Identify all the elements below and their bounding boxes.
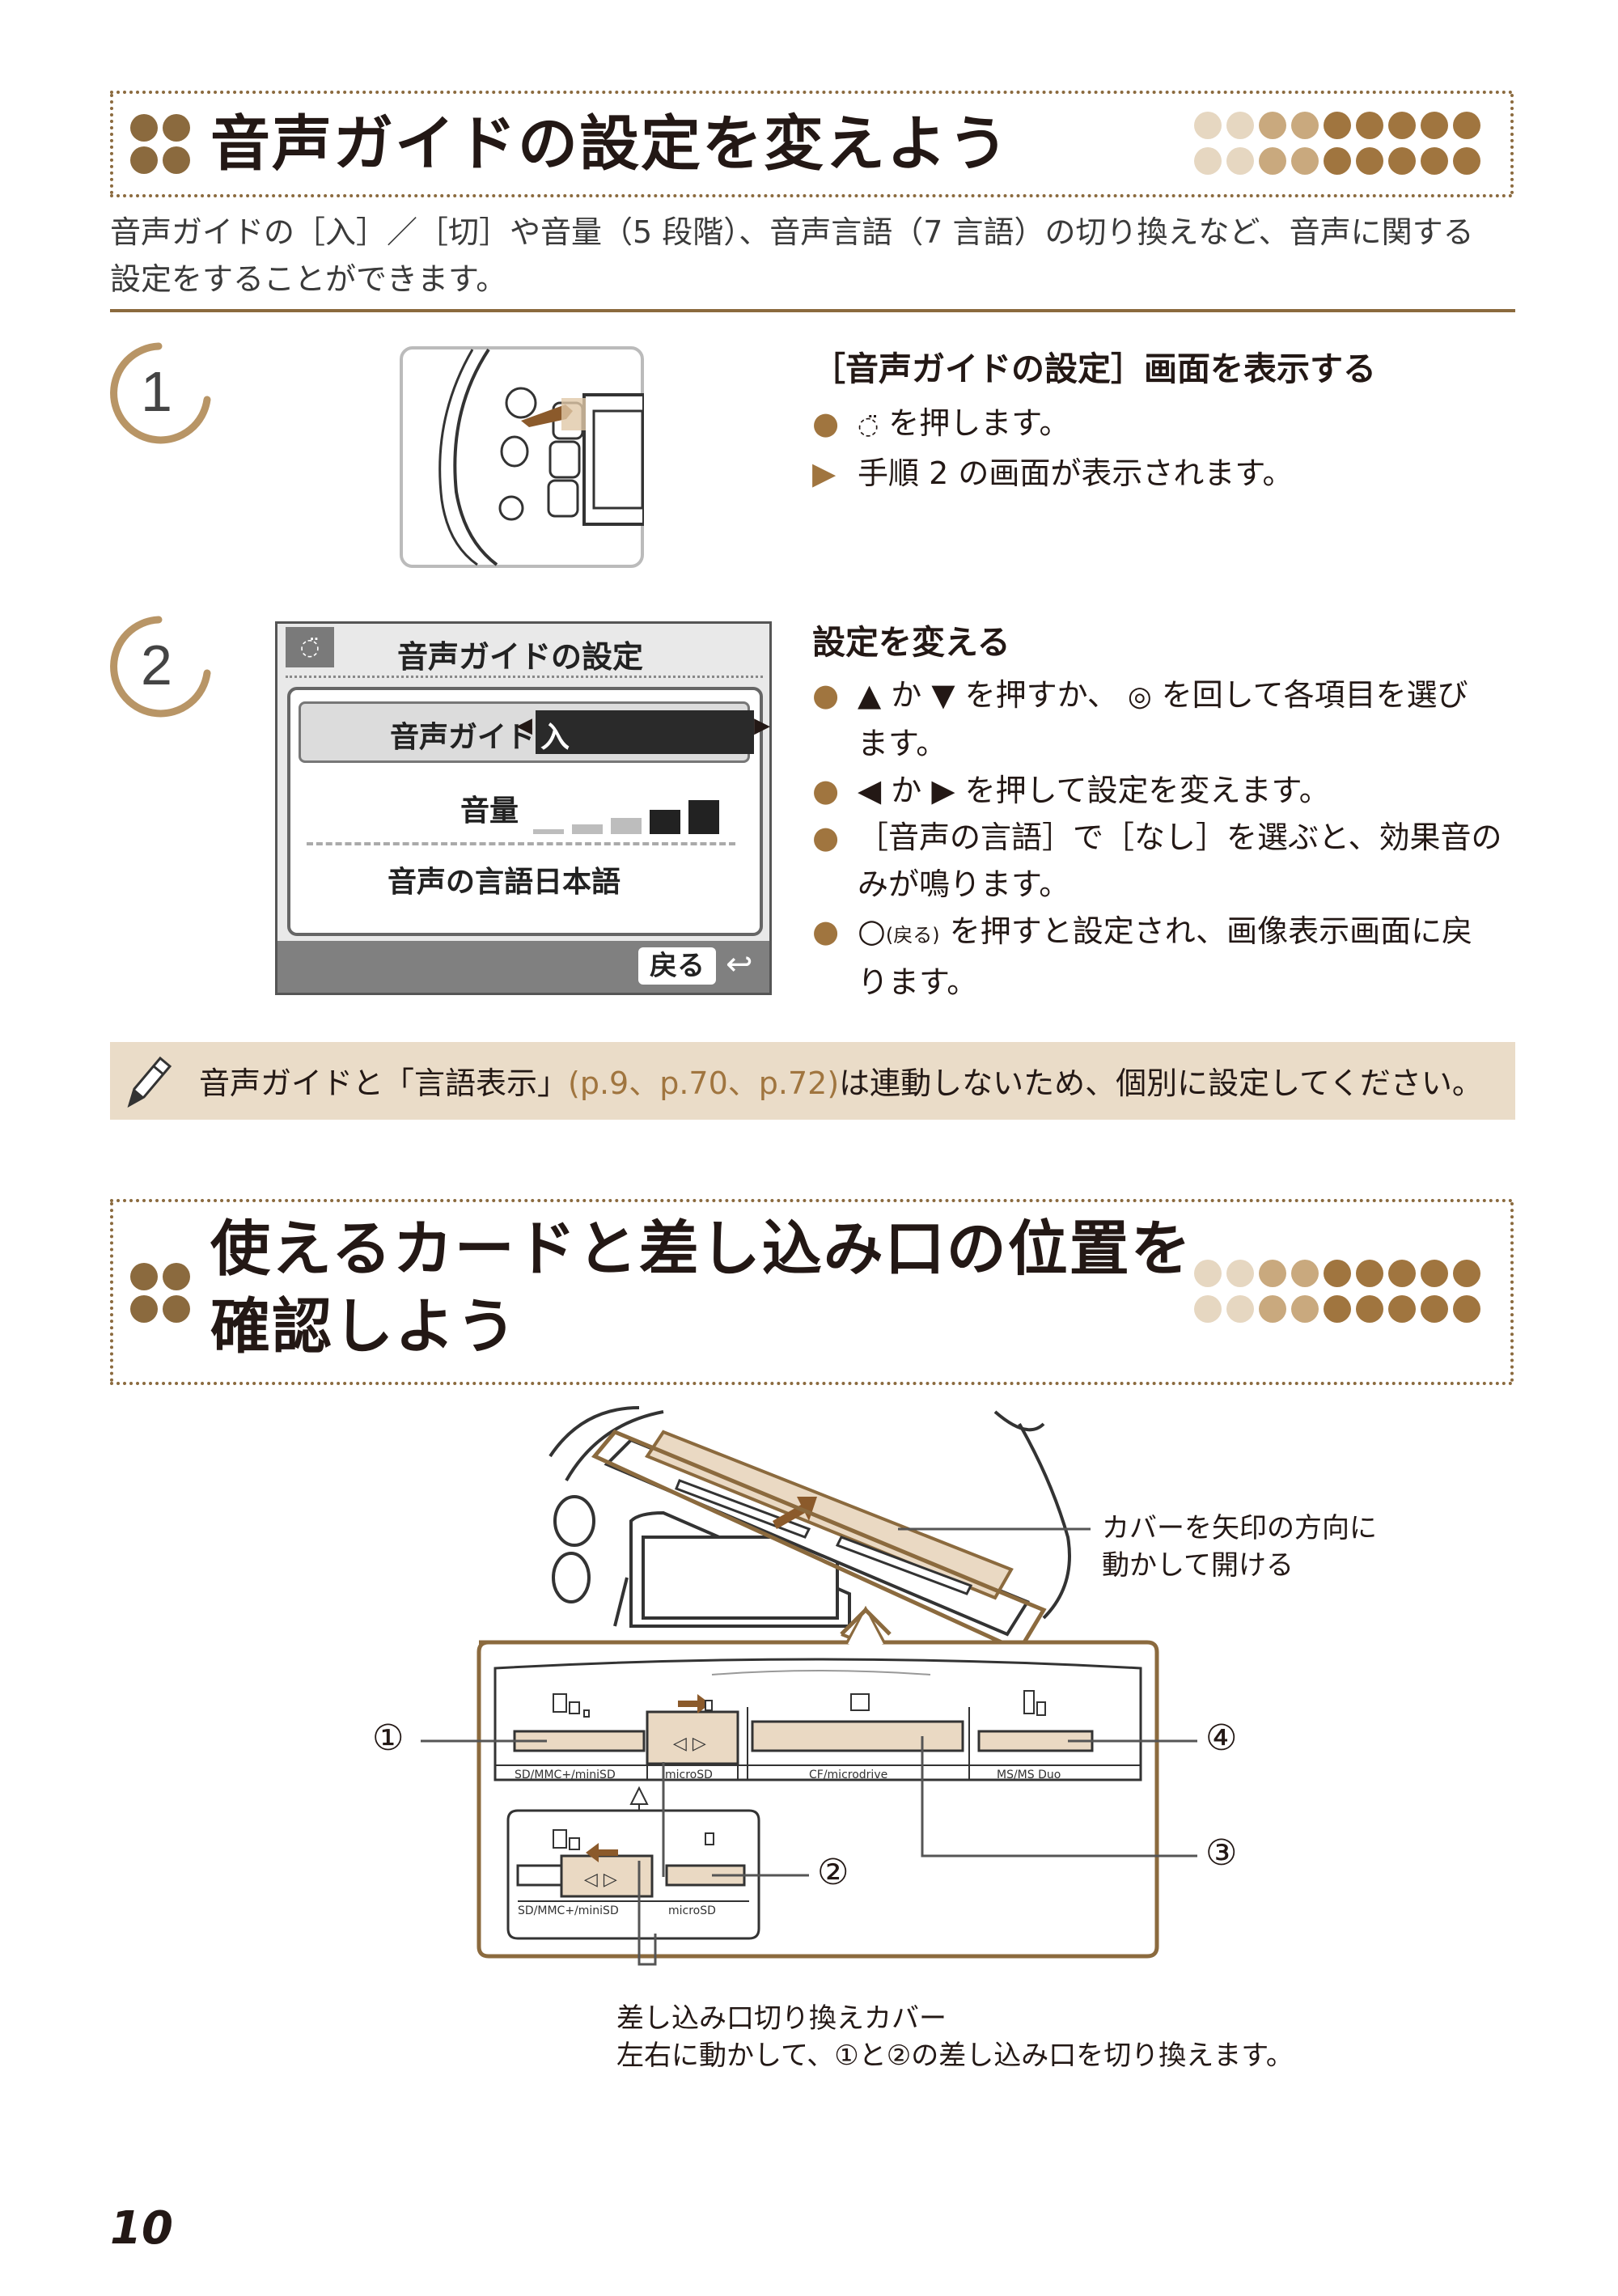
switch-cover-callout: 差し込み口切り換えカバー 左右に動かして、①と②の差し込み口を切り換えます。 bbox=[616, 2002, 1294, 2072]
step1-bullets: ● ◌̈ を押します。 ▶ 手順 2 の画面が表示されます。 bbox=[812, 400, 1508, 497]
marker-2: ② bbox=[817, 1852, 849, 1893]
section1-divider bbox=[110, 309, 1515, 312]
slot-label-cf: CF/microdrive bbox=[809, 1769, 888, 1781]
language-value: 日本語 bbox=[533, 866, 621, 899]
screen-panel: 音声ガイド ◀ 入 ▶ 音量 音声の言語 日本語 bbox=[287, 687, 770, 936]
step-circle-icon bbox=[110, 616, 211, 718]
back-button[interactable]: 戻る bbox=[638, 947, 716, 985]
return-arrow-icon: ↩ bbox=[726, 946, 753, 983]
section1-title: 音声ガイドの設定を変えよう bbox=[210, 109, 1010, 179]
voice-guide-tab-icon: ◌̈ bbox=[286, 627, 334, 667]
decorative-dot-row-icon bbox=[1194, 112, 1480, 175]
note-text: 音声ガイドと「言語表示」(p.9、p.70、p.72)は連動しないため、個別に設… bbox=[199, 1065, 1483, 1101]
step1-number: 1 bbox=[108, 341, 214, 447]
pencil-icon bbox=[127, 1056, 172, 1108]
step2-bullets: ● ▲ か ▼ を押すか、 ◎ を回して各項目を選び ます。 ● ◀ か ▶ を… bbox=[812, 671, 1508, 1006]
section1-intro: 音声ガイドの［入］／［切］や音量（5 段階）、音声言語（7 言語）の切り換えなど… bbox=[110, 214, 1474, 297]
slot-label-microsd-inset: microSD bbox=[668, 1904, 716, 1917]
list-item: ● ◀ か ▶ を押して設定を変えます。 bbox=[812, 773, 1330, 808]
card-type-icons bbox=[553, 1690, 1046, 1718]
list-item: ▶ 手順 2 の画面が表示されます。 bbox=[812, 455, 1294, 491]
decorative-dot-row-icon bbox=[1194, 1260, 1480, 1323]
section2-header: 使えるカードと差し込み口の位置を 確認しよう bbox=[110, 1199, 1514, 1385]
section2-title: 使えるカードと差し込み口の位置を 確認しよう bbox=[210, 1214, 1192, 1362]
marker-4: ④ bbox=[1205, 1718, 1238, 1759]
step-circle-icon bbox=[110, 342, 211, 444]
page-reference-link[interactable]: (p.9、p.70、p.72) bbox=[568, 1065, 840, 1101]
list-item: ● ◌̈ を押します。 bbox=[812, 405, 1070, 441]
header-dots-icon bbox=[130, 114, 190, 174]
marker-3: ③ bbox=[1205, 1832, 1238, 1874]
settings-screen-image: ◌̈ 音声ガイドの設定 音声ガイド ◀ 入 ▶ 音量 音声の言語 日本語 戻る … bbox=[275, 621, 772, 995]
printer-top-illustration bbox=[549, 1406, 1071, 1628]
cover-callout: カバーを矢印の方向に 動かして開ける bbox=[1102, 1512, 1377, 1582]
card-slot-diagram: ◁ ▷ ◁ ▷ bbox=[421, 1406, 1197, 1966]
step2-number: 2 bbox=[108, 615, 214, 720]
control-dial-icon: ◎ bbox=[1128, 680, 1152, 713]
step1-camera-illustration bbox=[400, 346, 644, 568]
step2-heading: 設定を変える bbox=[812, 623, 1010, 662]
step1-heading: ［音声ガイドの設定］画面を表示する bbox=[812, 349, 1376, 388]
marker-1: ① bbox=[372, 1718, 404, 1759]
slot-label-microsd: microSD bbox=[665, 1769, 713, 1781]
page-number: 10 bbox=[110, 2202, 173, 2255]
screen-footer: 戻る ↩ bbox=[277, 941, 769, 993]
list-item: ● ▲ か ▼ を押すか、 ◎ を回して各項目を選び ます。 bbox=[812, 677, 1468, 761]
leader-lines bbox=[421, 1736, 1197, 1966]
language-label: 音声の言語 bbox=[388, 866, 534, 899]
volume-bars bbox=[533, 800, 719, 834]
list-item: ● ○(戻る) を押すと設定され、画像表示画面に戻 ります。 bbox=[812, 913, 1473, 1000]
note-box: 音声ガイドと「言語表示」(p.9、p.70、p.72)は連動しないため、個別に設… bbox=[110, 1042, 1515, 1120]
svg-text:◁ ▷: ◁ ▷ bbox=[673, 1734, 706, 1754]
slot-label-sd: SD/MMC+/miniSD bbox=[515, 1769, 616, 1781]
voice-guide-icon: ◌̈ bbox=[858, 412, 879, 440]
slot-label-ms: MS/MS Duo bbox=[997, 1769, 1061, 1781]
volume-label: 音量 bbox=[460, 794, 519, 828]
voice-guide-row: 音声ガイド ◀ 入 ▶ bbox=[299, 701, 770, 763]
slot-label-sd-inset: SD/MMC+/miniSD bbox=[518, 1904, 619, 1917]
screen-title: 音声ガイドの設定 bbox=[396, 639, 643, 675]
header-dots-icon bbox=[130, 1263, 190, 1323]
section1-header: 音声ガイドの設定を変えよう bbox=[110, 91, 1514, 197]
voice-guide-value: 入 bbox=[536, 710, 754, 754]
list-item: ● ［音声の言語］で［なし］を選ぶと、効果音の みが鳴ります。 bbox=[812, 820, 1502, 902]
svg-text:◁ ▷: ◁ ▷ bbox=[584, 1870, 617, 1890]
back-button-icon: ○ bbox=[858, 913, 886, 950]
